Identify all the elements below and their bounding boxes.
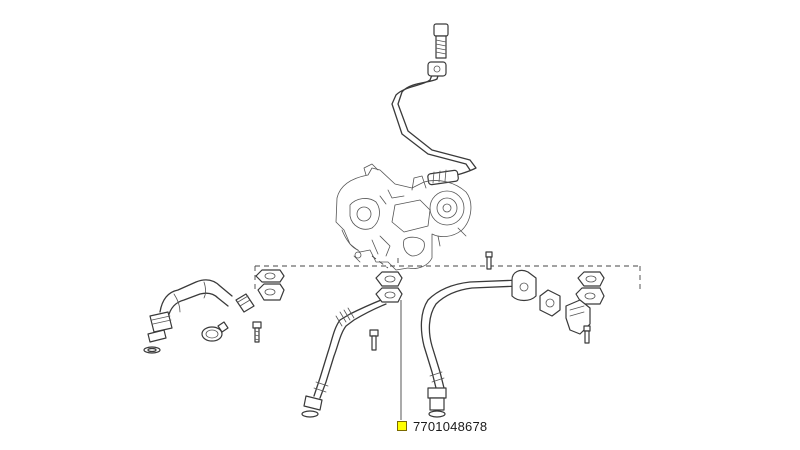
- bolt-icon: [252, 321, 262, 343]
- pipe-union-right-icon: [565, 271, 605, 344]
- oil-return-hose-left: [143, 279, 255, 354]
- pipe-end-fitting-icon: [427, 169, 459, 186]
- part-number-label[interactable]: 7701048678: [413, 418, 488, 434]
- oil-return-pipe-center: [301, 271, 403, 418]
- part-callout[interactable]: 7701048678: [397, 417, 487, 435]
- reference-lines: [254, 255, 641, 290]
- part-highlight-marker[interactable]: [397, 421, 407, 431]
- gasket-icon: [255, 269, 285, 301]
- banjo-bolt-icon: [427, 23, 449, 77]
- oil-feed-pipe: [391, 23, 477, 186]
- turbocharger-icon: [335, 163, 472, 271]
- hose-clamp-icon: [201, 321, 229, 342]
- oil-feed-pipe-right: [420, 251, 561, 418]
